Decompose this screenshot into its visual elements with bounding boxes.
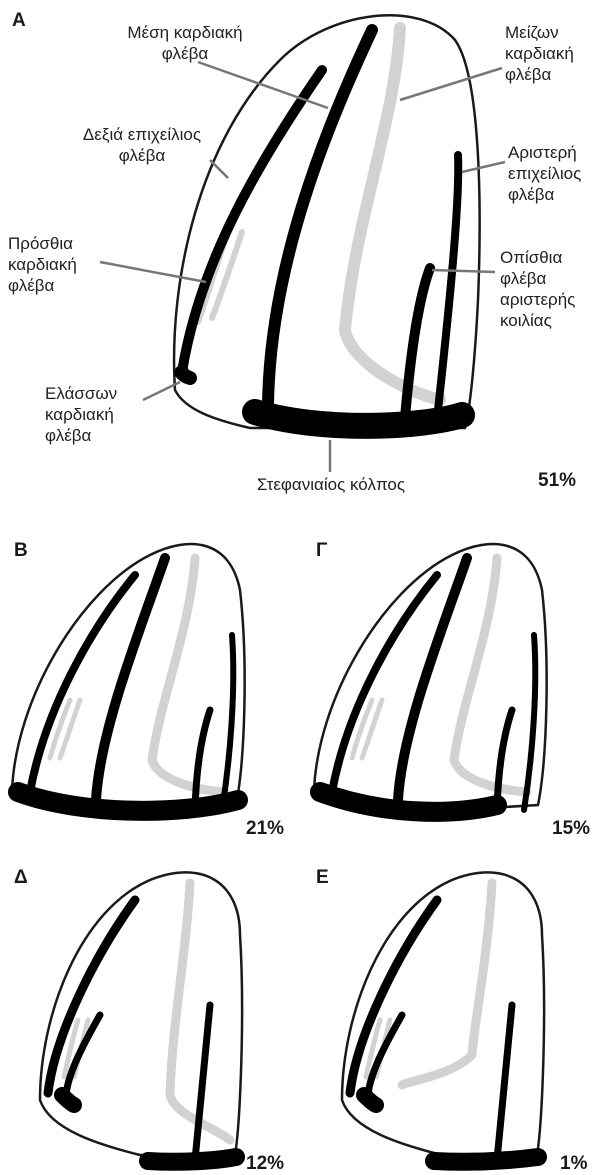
- label-coronary-sinus: Στεφανιαίος κόλπος: [218, 474, 444, 495]
- label-left-marginal: Αριστερή επιχείλιος φλέβα: [508, 142, 603, 205]
- panel-percent: 1%: [560, 1153, 587, 1175]
- panel-percent: 12%: [246, 1153, 284, 1175]
- panel-percent: 51%: [538, 470, 576, 492]
- panel-d: Δ 12%: [0, 855, 300, 1173]
- panel-letter: A: [12, 10, 26, 32]
- label-middle-cardiac: Μέση καρδιακή φλέβα: [100, 22, 270, 64]
- heart-diagram-d: [0, 855, 300, 1173]
- heart-diagram-b: [0, 530, 300, 830]
- heart-diagram-g: [302, 530, 602, 830]
- panel-letter: Γ: [316, 540, 327, 562]
- heart-diagram-e: [302, 855, 602, 1173]
- small-cardiac-vein: [181, 372, 190, 378]
- panel-b: B 21%: [0, 530, 300, 830]
- coronary-sinus: [148, 1157, 236, 1162]
- panel-letter: B: [14, 540, 28, 562]
- panel-letter: Δ: [14, 867, 28, 889]
- panel-a: A 51% Μέση καρδιακή φλέβα Μείζων καρδιακ…: [0, 0, 603, 500]
- coronary-sinus: [255, 412, 462, 426]
- heart-outline: [174, 15, 480, 428]
- label-right-marginal: Δεξιά επιχείλιος φλέβα: [52, 124, 232, 166]
- panel-e: E 1%: [302, 855, 602, 1173]
- panel-letter: E: [316, 867, 329, 889]
- panel-percent: 15%: [552, 818, 590, 840]
- label-small-cardiac: Ελάσσων καρδιακή φλέβα: [45, 383, 145, 446]
- label-posterior-lv: Οπίσθια φλέβα αριστερής κοιλίας: [500, 247, 603, 331]
- label-great-cardiac: Μείζων καρδιακή φλέβα: [505, 22, 603, 85]
- panel-percent: 21%: [246, 818, 284, 840]
- coronary-sinus: [434, 1157, 538, 1162]
- label-anterior-cardiac: Πρόσθια καρδιακή φλέβα: [8, 233, 108, 296]
- panel-g: Γ 15%: [302, 530, 602, 830]
